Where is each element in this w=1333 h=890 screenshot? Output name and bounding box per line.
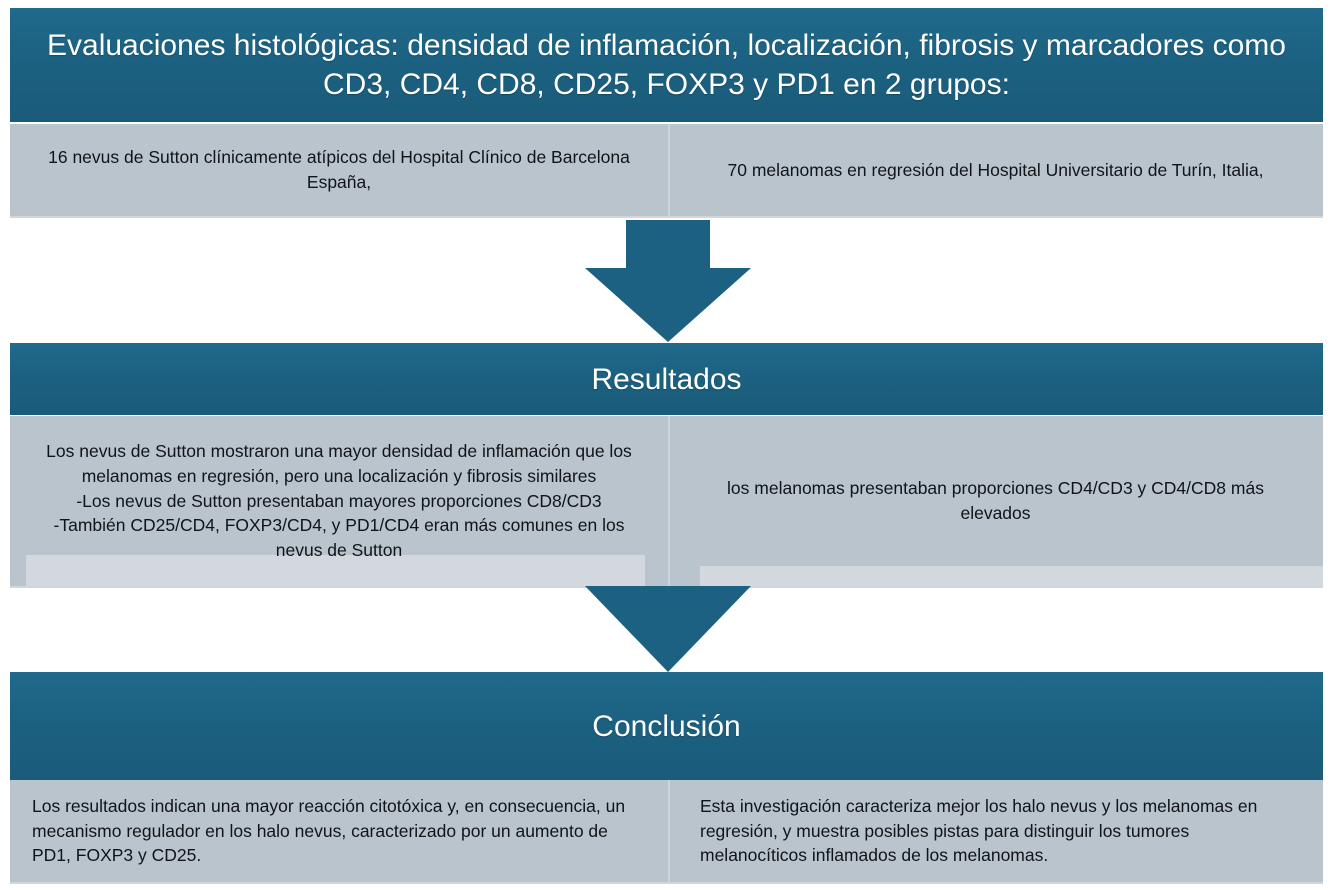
groups-cell-right: 70 melanomas en regresión del Hospital U… [668, 124, 1323, 216]
conclusion-banner-text: Conclusión [592, 709, 741, 743]
groups-left-text: 16 nevus de Sutton clínicamente atípicos… [48, 147, 630, 192]
groups-cell-left: 16 nevus de Sutton clínicamente atípicos… [10, 124, 668, 216]
results-left-band [26, 555, 645, 586]
conclusion-row-shadow [10, 882, 1323, 884]
down-arrow-icon-2 [585, 586, 751, 672]
results-cell-right: los melanomas presentaban proporciones C… [668, 416, 1323, 586]
conclusion-row: Los resultados indican una mayor reacció… [10, 780, 1323, 882]
results-banner: Resultados [10, 343, 1323, 415]
results-right-band [700, 566, 1323, 586]
groups-row: 16 nevus de Sutton clínicamente atípicos… [10, 124, 1323, 216]
title-banner: Evaluaciones histológicas: densidad de i… [10, 8, 1323, 122]
results-row-divider [668, 416, 670, 586]
conclusion-cell-left: Los resultados indican una mayor reacció… [10, 780, 668, 882]
results-banner-text: Resultados [591, 362, 742, 396]
results-row: Los nevus de Sutton mostraron una mayor … [10, 416, 1323, 586]
title-banner-text: Evaluaciones histológicas: densidad de i… [47, 29, 1286, 101]
groups-row-shadow [10, 216, 1323, 218]
results-cell-left: Los nevus de Sutton mostraron una mayor … [10, 416, 668, 586]
groups-row-divider [668, 124, 670, 216]
conclusion-left-text: Los resultados indican una mayor reacció… [32, 795, 626, 866]
results-left-text: Los nevus de Sutton mostraron una mayor … [46, 440, 632, 561]
conclusion-cell-right: Esta investigación caracteriza mejor los… [668, 780, 1323, 882]
down-arrow-icon-1 [585, 220, 751, 342]
conclusion-row-divider [668, 780, 670, 882]
conclusion-right-text: Esta investigación caracteriza mejor los… [700, 795, 1258, 866]
groups-right-text: 70 melanomas en regresión del Hospital U… [727, 159, 1264, 180]
conclusion-banner: Conclusión [10, 672, 1323, 780]
results-right-text: los melanomas presentaban proporciones C… [727, 478, 1264, 523]
